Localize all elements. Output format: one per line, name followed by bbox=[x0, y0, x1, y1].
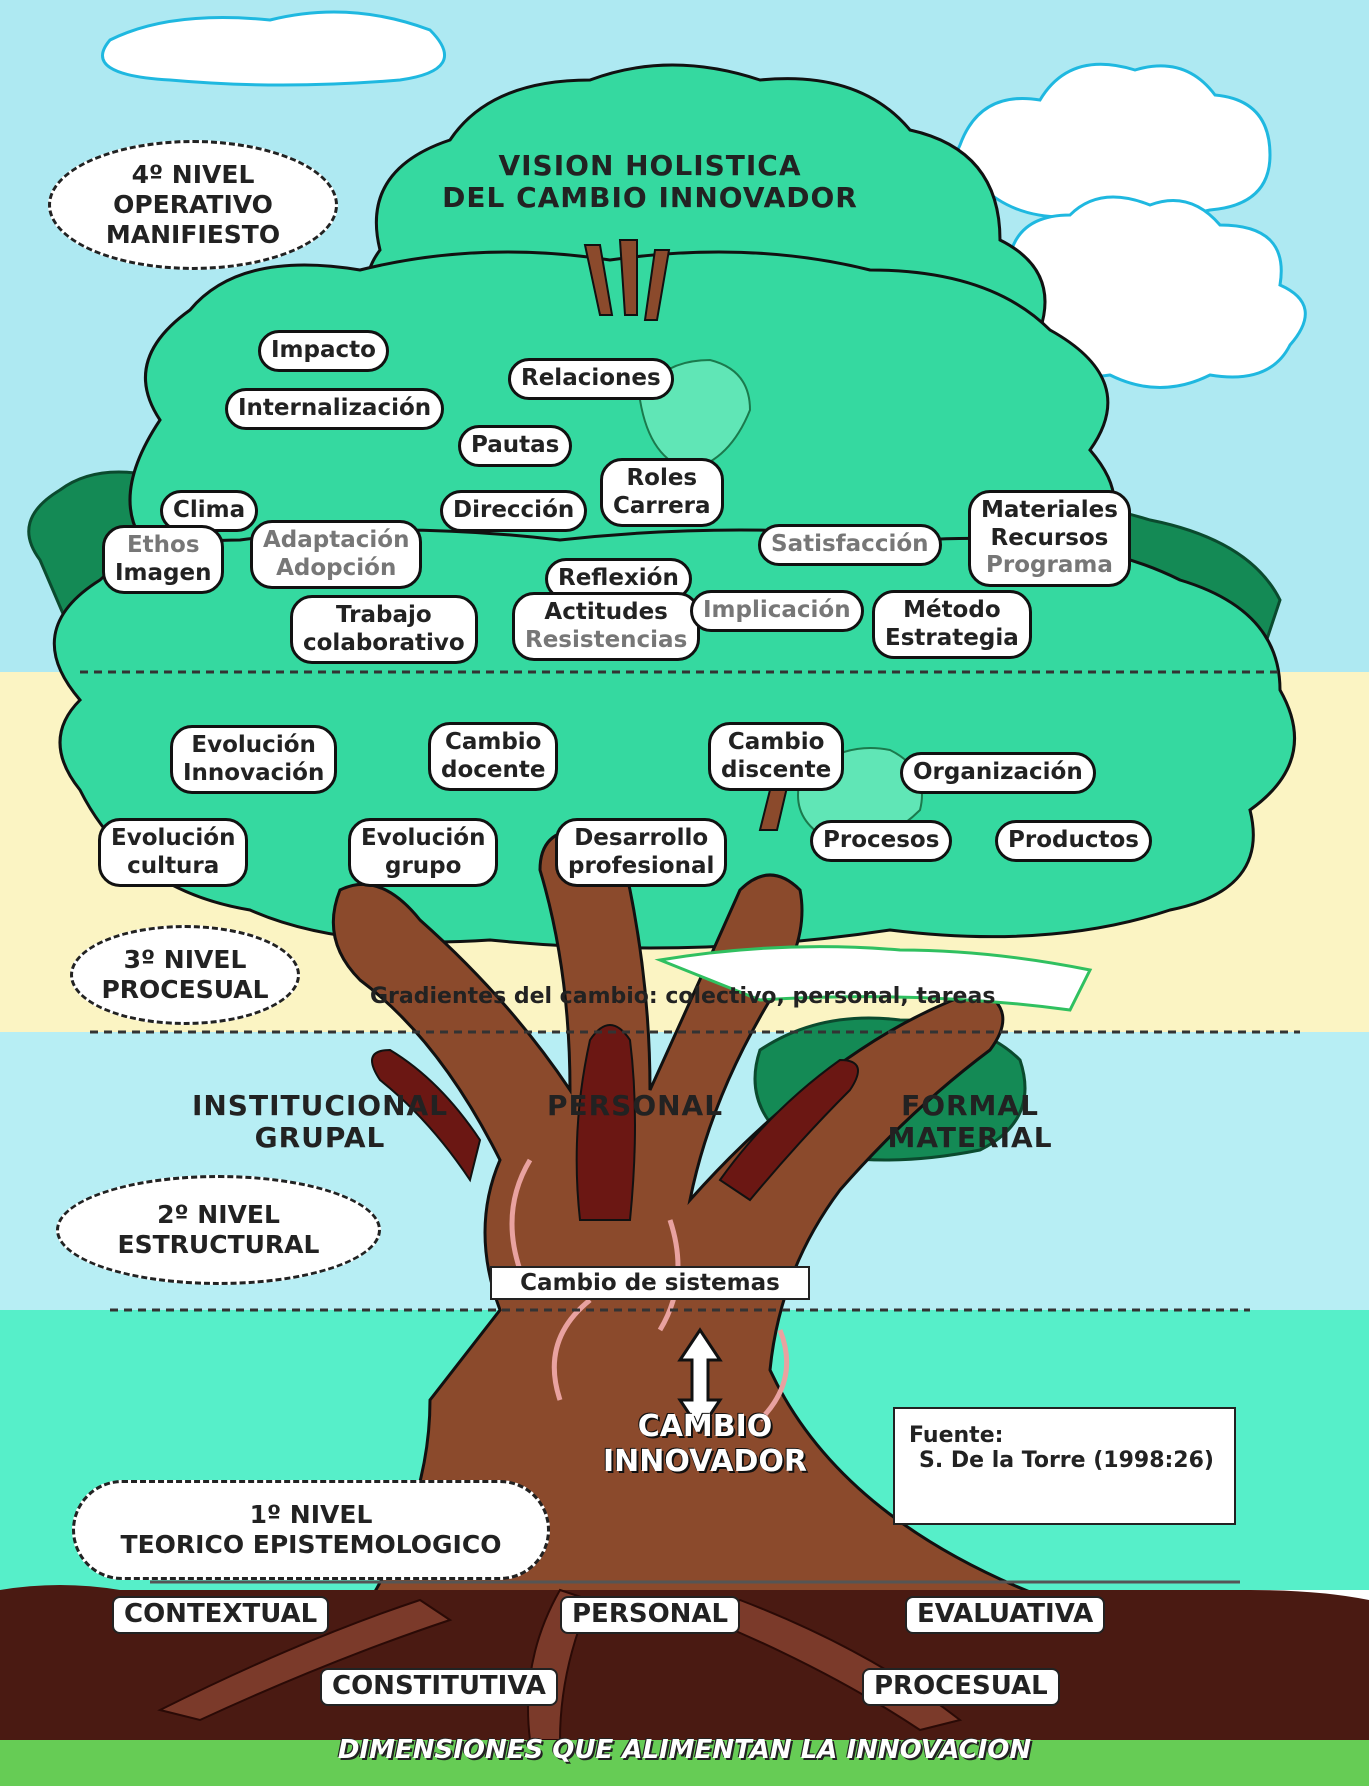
root-contextual: CONTEXTUAL bbox=[112, 1596, 330, 1634]
bubble-metodo: Método Estrategia bbox=[872, 590, 1032, 660]
crown-heading: VISION HOLISTICA DEL CAMBIO INNOVADOR bbox=[442, 149, 858, 215]
footer-dimensiones: DIMENSIONES QUE ALIMENTAN LA INNOVACION bbox=[337, 1735, 1032, 1765]
bubble-productos: Productos bbox=[995, 820, 1152, 862]
bubble-impacto: Impacto bbox=[258, 330, 389, 372]
bubble-evolucion-grupo: Evolución grupo bbox=[348, 818, 499, 888]
label-cambio-sistemas: Cambio de sistemas bbox=[490, 1266, 810, 1301]
bubble-cambio-docente: Cambio docente bbox=[428, 722, 559, 792]
bubble-internalizacion: Internalización bbox=[225, 388, 445, 430]
source-box: Fuente: S. De la Torre (1998:26) bbox=[893, 1407, 1236, 1525]
root-procesual: PROCESUAL bbox=[862, 1668, 1060, 1706]
clouds bbox=[101, 10, 1307, 389]
bubble-direccion: Dirección bbox=[440, 490, 588, 532]
bubble-satisfaccion: Satisfacción bbox=[758, 524, 942, 566]
gradient-flow bbox=[654, 945, 1093, 1012]
bubble-clima: Clima bbox=[160, 490, 259, 532]
trunk-dark bbox=[371, 1024, 859, 1221]
double-arrow-icon bbox=[677, 1327, 723, 1433]
bubble-adaptacion-adopcion: Adaptación Adopción bbox=[250, 520, 423, 590]
bubble-trabajo: Trabajo colaborativo bbox=[290, 595, 478, 665]
level4-oval: 4º NIVEL OPERATIVO MANIFIESTO bbox=[48, 140, 338, 270]
label-personal: PERSONAL bbox=[546, 1089, 724, 1122]
root-personal: PERSONAL bbox=[560, 1596, 741, 1634]
bubble-cambio-discente: Cambio discente bbox=[708, 722, 845, 792]
root-constitutiva: CONSTITUTIVA bbox=[320, 1668, 558, 1706]
level-separators bbox=[80, 670, 1300, 1312]
level1-oval: 1º NIVEL TEORICO EPISTEMOLOGICO bbox=[72, 1480, 550, 1580]
bubble-desarrollo-profesional: Desarrollo profesional bbox=[555, 818, 728, 888]
bubble-ethos-imagen: Ethos Imagen bbox=[102, 525, 225, 595]
gradientes-label: Gradientes del cambio: colectivo, person… bbox=[370, 984, 996, 1009]
bubble-evolucion-cultura: Evolución cultura bbox=[98, 818, 249, 888]
trunk-label: CAMBIO INNOVADOR bbox=[603, 1409, 807, 1479]
level3-oval: 3º NIVEL PROCESUAL bbox=[70, 925, 300, 1025]
grass-strip bbox=[0, 1740, 1369, 1786]
bubble-evolucion-innovacion: Evolución Innovación bbox=[170, 725, 338, 795]
bubble-pautas: Pautas bbox=[458, 425, 573, 467]
bubble-organizacion: Organización bbox=[900, 752, 1096, 794]
label-institucional: INSTITUCIONAL GRUPAL bbox=[191, 1089, 449, 1155]
bubble-roles-carrera: Roles Carrera bbox=[600, 458, 724, 528]
root-evaluativa: EVALUATIVA bbox=[905, 1596, 1106, 1634]
bubble-procesos: Procesos bbox=[810, 820, 953, 862]
level2-oval: 2º NIVEL ESTRUCTURAL bbox=[56, 1175, 381, 1285]
bubble-implicacion: Implicación bbox=[690, 590, 864, 632]
bubble-materiales: Materiales Recursos Programa bbox=[968, 490, 1131, 587]
bubble-relaciones: Relaciones bbox=[508, 358, 674, 400]
label-formal: FORMAL MATERIAL bbox=[887, 1089, 1053, 1155]
bubble-actitudes: Actitudes Resistencias bbox=[512, 592, 701, 662]
